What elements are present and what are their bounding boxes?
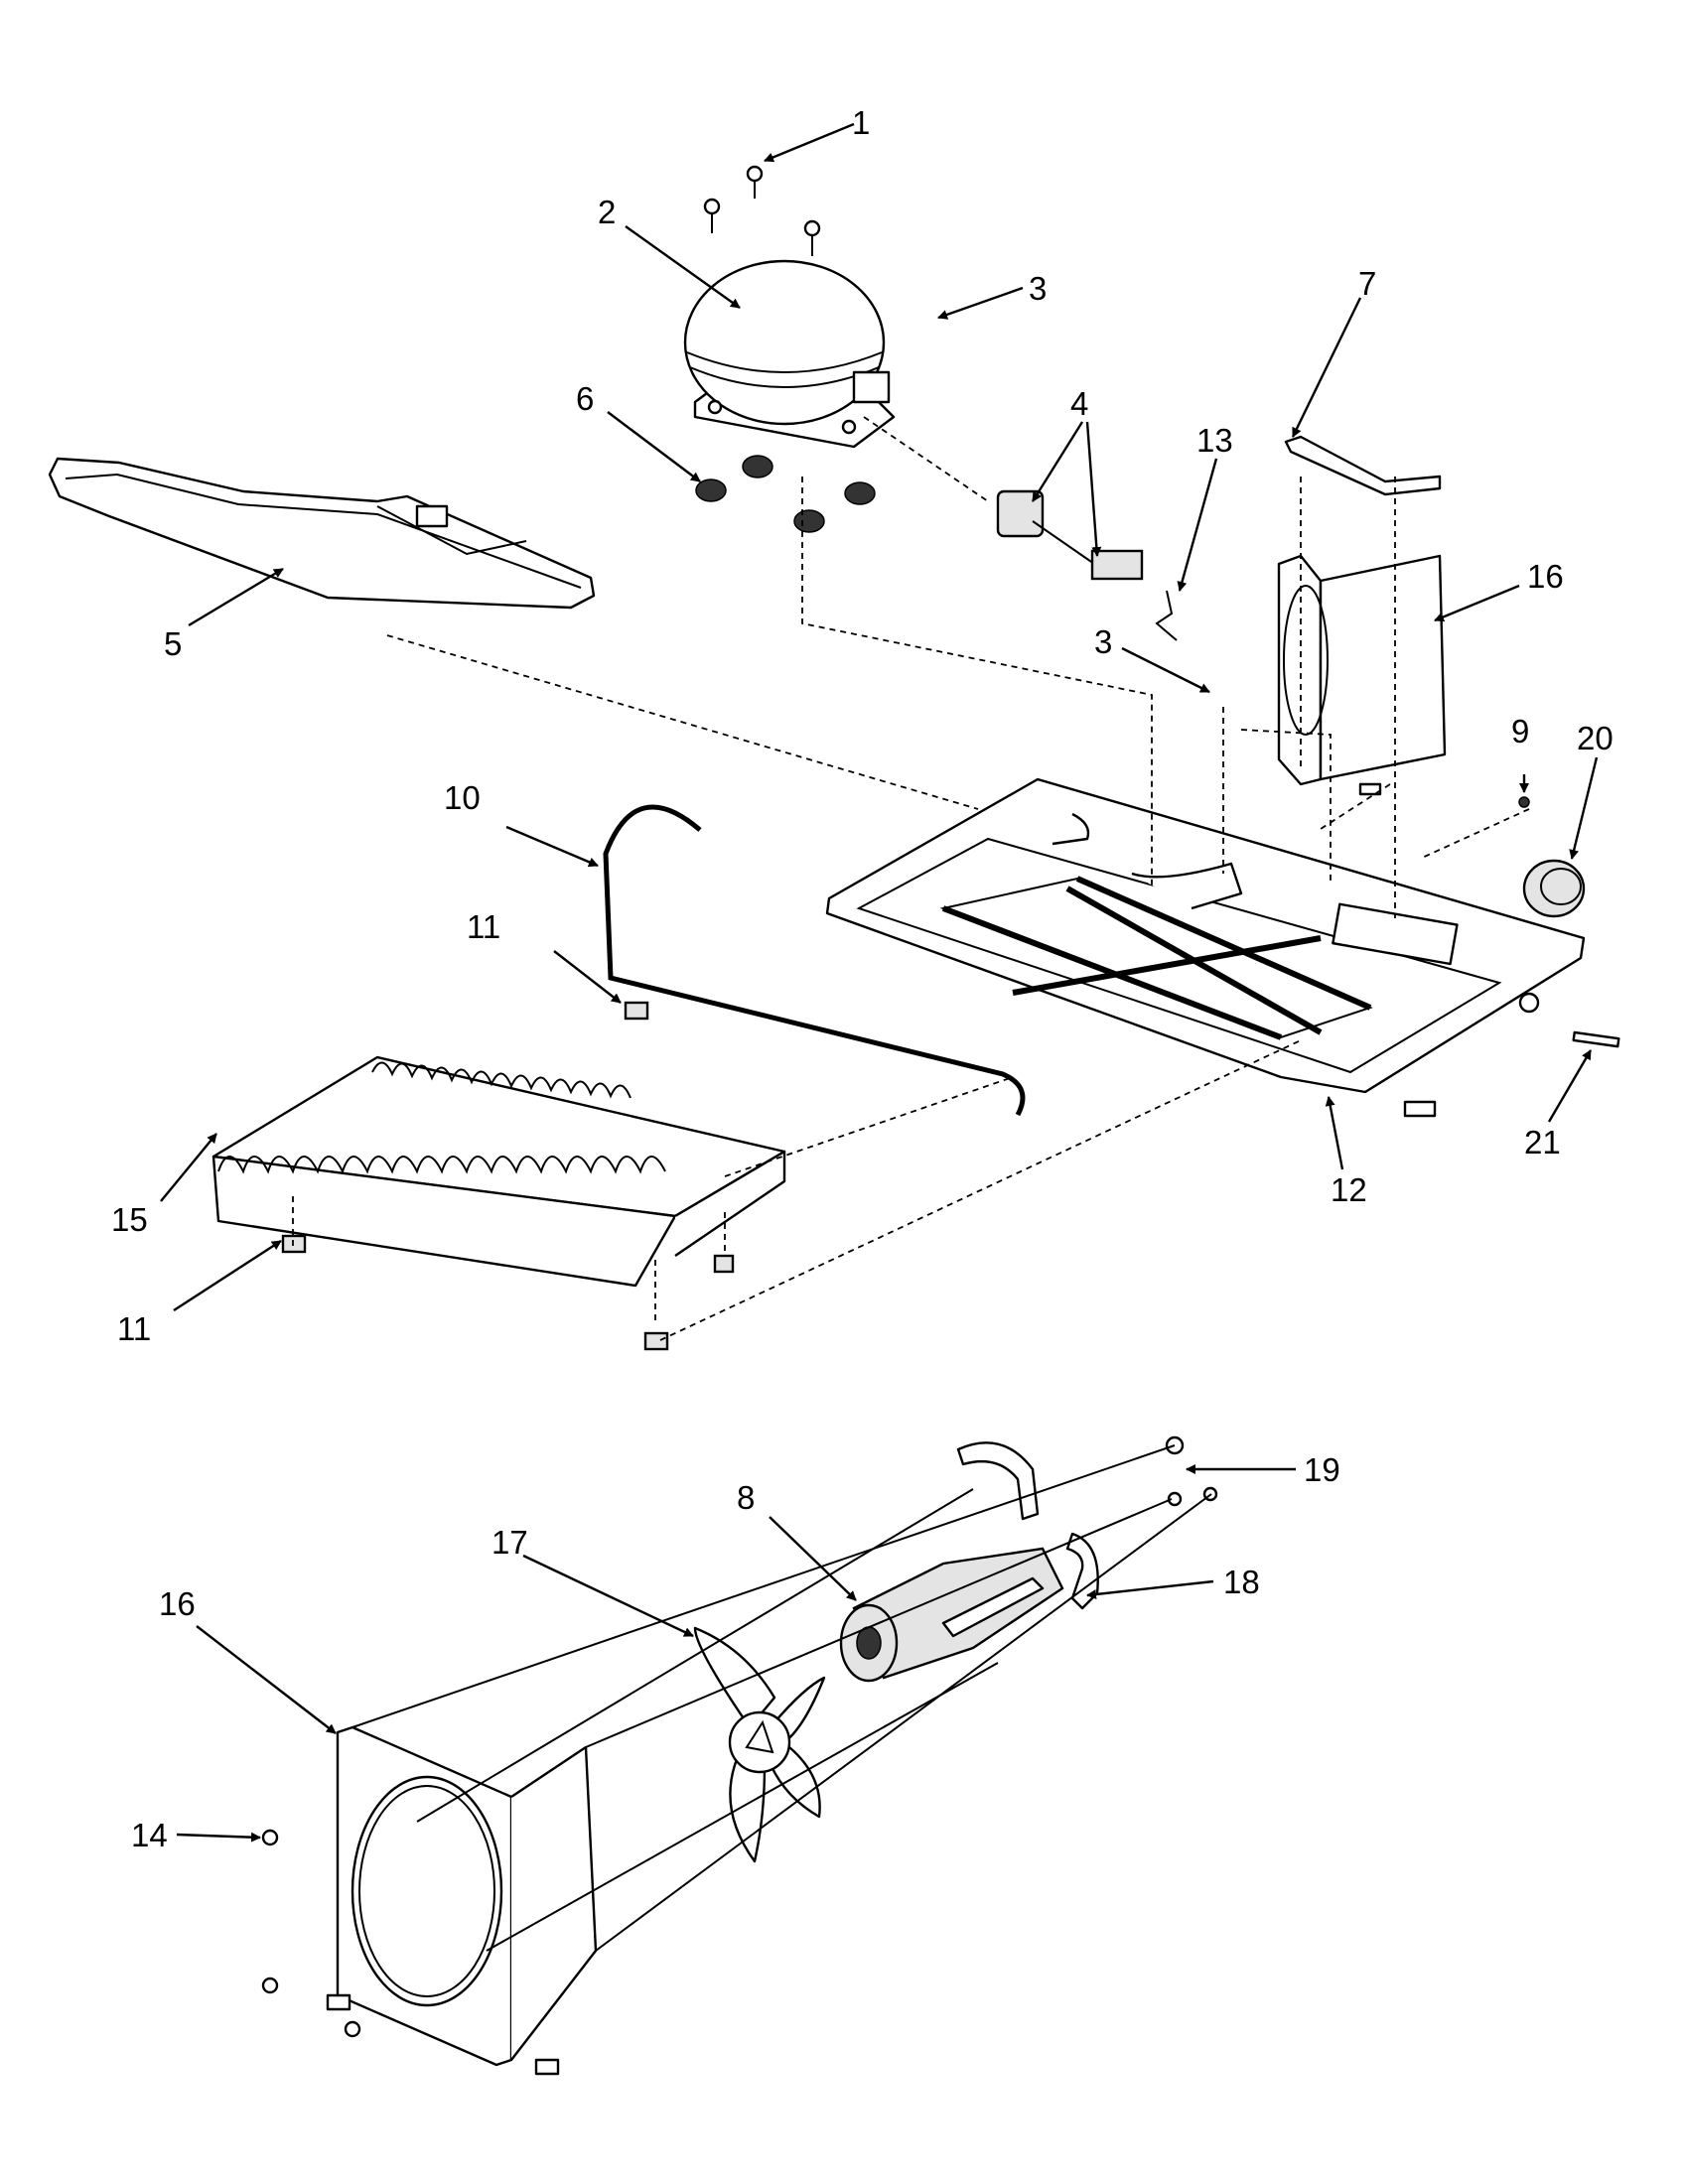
fan-shroud-part-16-top [1277, 554, 1447, 796]
fan-shroud-part-16-bottom [326, 1725, 598, 2076]
fan-assembly-lines [351, 1444, 1212, 1952]
callout-15: 15 [111, 1201, 148, 1238]
callout-14: 14 [131, 1817, 168, 1853]
knob-part-20 [1522, 859, 1586, 918]
callout-16b: 16 [159, 1585, 196, 1622]
callout-19: 19 [1304, 1451, 1340, 1488]
pin-part-21 [1572, 1030, 1620, 1048]
callout-7: 7 [1358, 265, 1376, 302]
screw-part-9 [1518, 796, 1530, 808]
callout-18: 18 [1223, 1564, 1260, 1600]
callout-16a: 16 [1527, 558, 1564, 595]
callout-17: 17 [491, 1524, 528, 1561]
compressor-part-2 [683, 259, 896, 449]
callout-21: 21 [1524, 1124, 1561, 1160]
callout-6: 6 [576, 380, 594, 417]
callout-labels: 1 2 3 4 5 6 7 3 13 16 9 20 10 11 21 12 1… [111, 104, 1614, 1853]
callout-1: 1 [852, 104, 870, 141]
condenser-coil-part-15 [211, 1055, 786, 1288]
callout-9: 9 [1511, 713, 1529, 750]
screws-part-14 [261, 1829, 361, 2038]
relay-part-4 [996, 489, 1144, 581]
callout-8: 8 [737, 1479, 755, 1516]
callout-10: 10 [444, 779, 481, 816]
fan-blade-part-17 [693, 1626, 826, 1863]
callout-leaders [160, 122, 1599, 1843]
callout-5: 5 [164, 625, 182, 662]
callout-4: 4 [1070, 385, 1088, 422]
screws-part-1 [703, 165, 821, 256]
callout-11a: 11 [467, 908, 500, 945]
bracket-part-7 [1284, 435, 1442, 496]
callout-2: 2 [598, 194, 616, 230]
callout-12: 12 [1331, 1171, 1367, 1208]
callout-3: 3 [1029, 270, 1047, 307]
base-plate-part-12 [825, 777, 1586, 1118]
tube-part-10 [603, 804, 1026, 1117]
callout-13: 13 [1196, 422, 1233, 459]
assembly-lines [292, 416, 1530, 1341]
fan-motor-part-8 [839, 1547, 1064, 1683]
callout-20: 20 [1577, 720, 1614, 756]
callout-11b: 11 [117, 1310, 151, 1347]
clip-part-13 [1155, 590, 1178, 641]
grommets-part-6 [695, 455, 876, 533]
callout-3b: 3 [1094, 623, 1112, 660]
drain-pan-part-5 [48, 457, 596, 610]
